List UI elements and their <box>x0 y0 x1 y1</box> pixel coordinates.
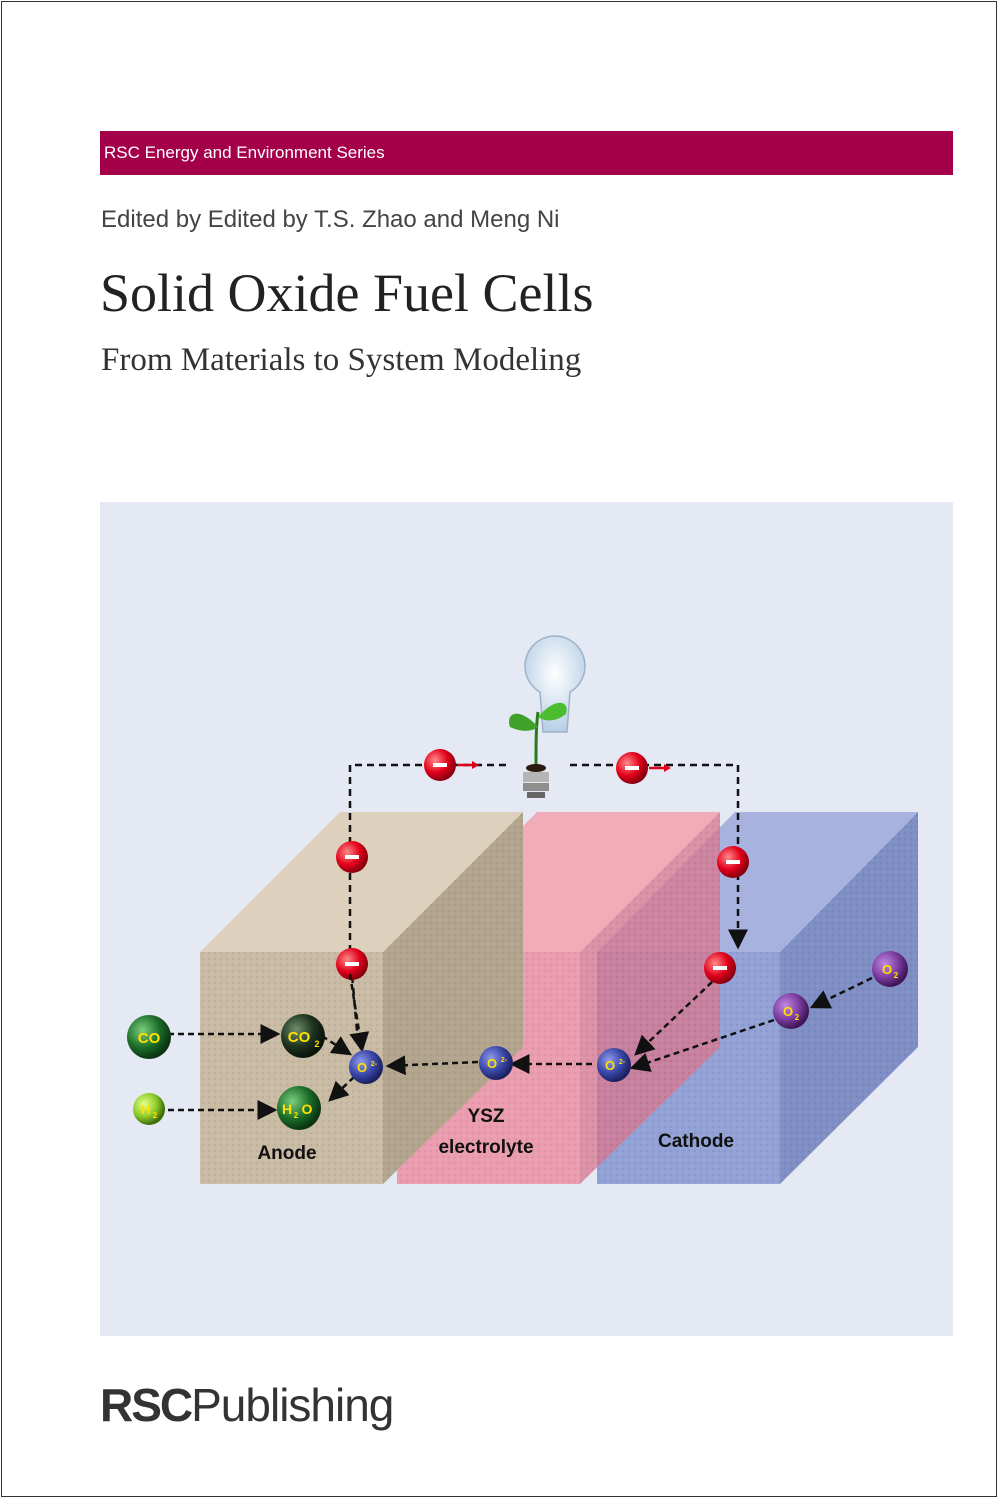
svg-text:O: O <box>882 962 892 977</box>
svg-text:H: H <box>141 1102 150 1117</box>
publisher-logo: RSCPublishing <box>100 1378 394 1432</box>
cathode-label: Cathode <box>658 1131 734 1152</box>
electron-left-lower <box>336 948 368 980</box>
svg-text:2-: 2- <box>371 1061 378 1068</box>
book-title: Solid Oxide Fuel Cells <box>100 263 594 323</box>
electron-top-right <box>616 752 671 784</box>
svg-text:2: 2 <box>153 1111 158 1120</box>
svg-text:O: O <box>783 1004 793 1019</box>
species-co2: CO 2 <box>281 1014 325 1058</box>
oxygen-molecule-mid: O 2 <box>773 993 809 1029</box>
publisher-rsc: RSC <box>100 1379 193 1431</box>
svg-text:2: 2 <box>795 1013 800 1022</box>
oxygen-molecule-outer: O 2 <box>872 951 908 987</box>
species-h2: H 2 <box>133 1093 165 1125</box>
publisher-publishing: Publishing <box>191 1379 394 1431</box>
svg-text:O: O <box>302 1101 313 1117</box>
electron-right-lower <box>704 952 736 984</box>
electron-left-upper <box>336 841 368 873</box>
oxide-ion-electrolyte: O 2- <box>479 1046 513 1080</box>
svg-text:O: O <box>357 1060 367 1075</box>
svg-text:2-: 2- <box>619 1059 626 1066</box>
series-banner: RSC Energy and Environment Series <box>100 131 953 175</box>
oxide-ion-anode: O 2- <box>349 1050 383 1084</box>
svg-text:O: O <box>605 1058 615 1073</box>
svg-text:2: 2 <box>894 971 899 980</box>
editors-line: Edited by Edited by T.S. Zhao and Meng N… <box>101 206 560 233</box>
electrolyte-label: electrolyte <box>438 1137 533 1158</box>
electrolyte-label-ysz: YSZ <box>468 1106 505 1127</box>
anode-block <box>200 812 523 1184</box>
svg-text:CO: CO <box>138 1030 161 1047</box>
svg-text:CO: CO <box>288 1029 311 1046</box>
book-subtitle: From Materials to System Modeling <box>101 342 582 378</box>
oxide-ion-cathode: O 2- <box>597 1048 631 1082</box>
electron-particles <box>336 749 749 984</box>
electron-top-left <box>424 749 479 781</box>
svg-text:2: 2 <box>294 1111 299 1120</box>
svg-text:H: H <box>282 1101 292 1117</box>
fuel-cell-diagram: CO CO 2 H 2 H 2 O O 2- O 2- <box>127 635 918 1184</box>
svg-text:2-: 2- <box>501 1057 508 1064</box>
svg-text:2: 2 <box>314 1039 319 1049</box>
species-h2o: H 2 O <box>277 1086 321 1130</box>
lightbulb-plant-icon <box>509 635 586 798</box>
anode-label: Anode <box>257 1143 316 1164</box>
fuel-cell-illustration: CO CO 2 H 2 H 2 O O 2- O 2- <box>100 502 953 1336</box>
svg-text:O: O <box>487 1056 497 1071</box>
species-co: CO <box>127 1015 171 1059</box>
electron-right-upper <box>717 846 749 878</box>
reaction-arrows <box>158 973 873 1120</box>
